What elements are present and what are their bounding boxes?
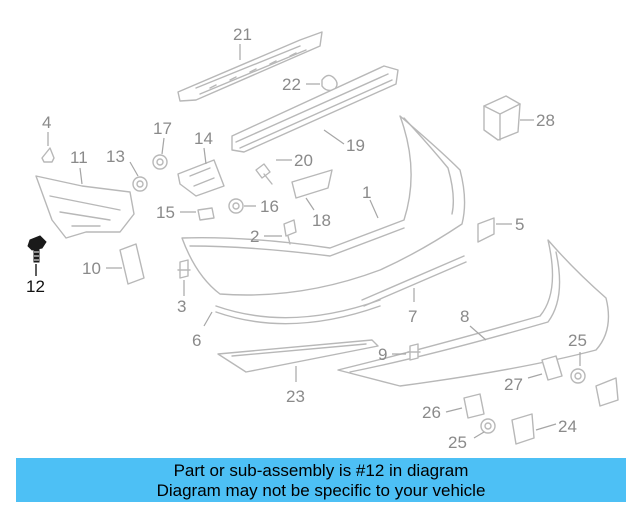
- banner-line-2: Diagram may not be specific to your vehi…: [156, 481, 486, 500]
- part-13-grommet: [132, 176, 148, 192]
- callout-19: 19: [346, 136, 365, 155]
- callout-11: 11: [70, 148, 88, 167]
- part-1-bumper-cover: [181, 115, 466, 296]
- callout-13: 13: [106, 147, 125, 166]
- callout-4: 4: [42, 113, 51, 132]
- callout-28: 28: [536, 111, 555, 130]
- callout-21: 21: [233, 25, 252, 44]
- callout-25-lower: 25: [448, 433, 467, 452]
- callout-7: 7: [408, 307, 417, 326]
- callout-17: 17: [153, 119, 172, 138]
- callout-8: 8: [460, 307, 469, 326]
- callout-24: 24: [558, 417, 577, 436]
- part-26-sensor-bracket: [463, 393, 485, 419]
- callout-14: 14: [194, 129, 213, 148]
- info-banner: Part or sub-assembly is #12 in diagram D…: [16, 458, 626, 502]
- callout-3: 3: [177, 297, 186, 316]
- part-18-bracket: [291, 169, 333, 199]
- part-19-reinforcement: [231, 65, 399, 153]
- banner-line-1: Part or sub-assembly is #12 in diagram: [173, 461, 469, 480]
- part-28-module: [483, 95, 521, 141]
- callout-6: 6: [192, 331, 201, 350]
- callout-20: 20: [294, 151, 313, 170]
- callout-27: 27: [504, 375, 523, 394]
- part-17-grommet: [152, 154, 168, 170]
- callout-15: 15: [156, 203, 175, 222]
- callout-16: 16: [260, 197, 279, 216]
- part-24-sensor: [511, 377, 619, 445]
- callout-10: 10: [82, 259, 101, 278]
- callout-26: 26: [422, 403, 441, 422]
- callout-12: 12: [26, 277, 45, 296]
- part-5-bracket: [477, 217, 495, 243]
- part-12-bolt-highlighted: [27, 235, 47, 263]
- part-3-bolt: [177, 259, 191, 279]
- part-9-bolt: [407, 343, 421, 361]
- callout-22: 22: [282, 75, 301, 94]
- callout-23: 23: [286, 387, 305, 406]
- callout-9: 9: [378, 345, 387, 364]
- part-6-strip: [215, 299, 381, 325]
- part-21-absorber: [177, 31, 323, 102]
- part-7-strip: [361, 255, 467, 307]
- part-15-bolt: [197, 207, 215, 221]
- part-8-valance: [337, 239, 610, 387]
- part-23-trim: [217, 339, 379, 373]
- part-22-clip: [321, 74, 338, 92]
- callout-2: 2: [250, 227, 259, 246]
- part-25-ring-upper: [570, 368, 586, 384]
- part-20-bolt: [255, 163, 273, 185]
- part-25-ring-lower: [480, 418, 496, 434]
- callout-25-upper: 25: [568, 331, 587, 350]
- part-16-nut: [228, 198, 244, 214]
- part-27-sensor-bracket: [541, 355, 563, 381]
- part-11-side-bracket: [35, 175, 135, 239]
- part-14-bracket: [177, 159, 225, 197]
- callout-5: 5: [515, 215, 524, 234]
- part-10-bracket: [119, 243, 145, 285]
- callout-1: 1: [362, 183, 371, 202]
- part-2-bolt: [283, 219, 297, 245]
- part-4-clip: [41, 147, 55, 163]
- callout-18: 18: [312, 211, 331, 230]
